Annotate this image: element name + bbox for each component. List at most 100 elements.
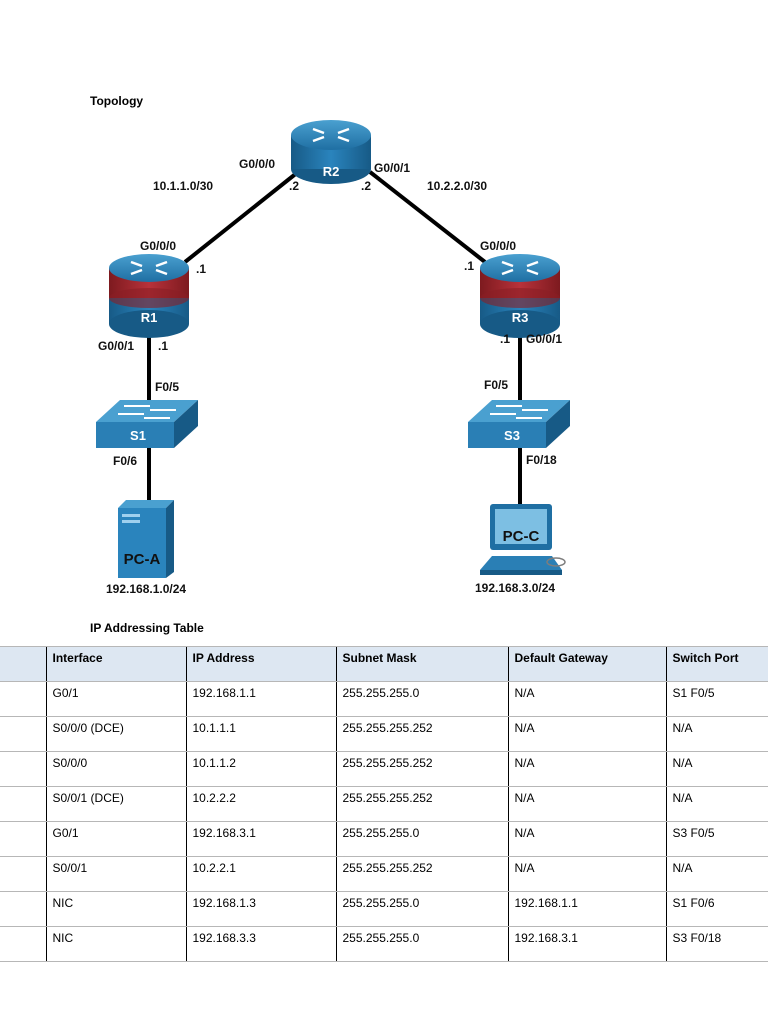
cell-default-gateway: 192.168.3.1 [507, 926, 666, 962]
cell-ip-address: 10.1.1.1 [185, 716, 336, 752]
pc-a-network: 192.168.1.0/24 [106, 582, 186, 596]
router-r2-label: R2 [323, 164, 340, 179]
cables [147, 170, 522, 505]
cell-subnet-mask: 255.255.255.252 [335, 751, 508, 787]
cell-device [0, 786, 46, 822]
router-arrows-icon [130, 260, 168, 276]
router-r2[interactable]: R2 [291, 120, 371, 184]
cell-device [0, 716, 46, 752]
r3-bottom-interface: G0/0/1 [526, 332, 562, 346]
switch-s1[interactable]: S1 [96, 400, 198, 448]
cell-device [0, 891, 46, 927]
cell-interface: NIC [45, 926, 186, 962]
link-r2-r3 [368, 170, 487, 264]
cell-switch-port: N/A [665, 856, 768, 892]
host-pc-a-label: PC-A [124, 551, 161, 568]
cell-device [0, 821, 46, 857]
cell-default-gateway: N/A [507, 786, 666, 822]
ip-table-heading: IP Addressing Table [90, 621, 204, 635]
header-device [0, 646, 46, 682]
switch-s3-label: S3 [504, 428, 520, 443]
cell-subnet-mask: 255.255.255.0 [335, 926, 508, 962]
r2-right-interface: G0/0/1 [374, 161, 410, 175]
cell-interface: S0/0/0 (DCE) [45, 716, 186, 752]
cell-switch-port: S3 F0/5 [665, 821, 768, 857]
link-r1-r2 [183, 170, 300, 264]
r2-left-host: .2 [289, 179, 299, 193]
cell-device [0, 926, 46, 962]
cell-switch-port: S1 F0/6 [665, 891, 768, 927]
cell-interface: S0/0/1 (DCE) [45, 786, 186, 822]
header-subnet-mask: Subnet Mask [335, 646, 508, 682]
cell-switch-port: N/A [665, 751, 768, 787]
cell-interface: S0/0/0 [45, 751, 186, 787]
link-r2-r3-network: 10.2.2.0/30 [427, 179, 487, 193]
host-pc-c-label: PC-C [503, 528, 540, 545]
cell-default-gateway: 192.168.1.1 [507, 891, 666, 927]
router-r3[interactable]: R3 [480, 254, 560, 338]
cell-subnet-mask: 255.255.255.0 [335, 891, 508, 927]
switch-s1-label: S1 [130, 428, 146, 443]
cell-subnet-mask: 255.255.255.0 [335, 681, 508, 717]
cell-default-gateway: N/A [507, 821, 666, 857]
s3-downlink-port: F0/18 [526, 453, 557, 467]
router-r1-label: R1 [141, 310, 158, 325]
link-r1-r2-network: 10.1.1.0/30 [153, 179, 213, 193]
cell-device [0, 751, 46, 787]
cell-default-gateway: N/A [507, 856, 666, 892]
cell-ip-address: 10.1.1.2 [185, 751, 336, 787]
router-r1[interactable]: R1 [109, 254, 189, 338]
router-arrows-icon [312, 127, 350, 143]
cell-switch-port: N/A [665, 716, 768, 752]
cell-interface: NIC [45, 891, 186, 927]
ip-addressing-table: Interface IP Address Subnet Mask Default… [0, 646, 768, 962]
r1-top-host: .1 [196, 262, 206, 276]
header-switch-port: Switch Port [665, 646, 768, 682]
s1-uplink-port: F0/5 [155, 380, 179, 394]
r3-top-interface: G0/0/0 [480, 239, 516, 253]
cell-device [0, 856, 46, 892]
cell-interface: S0/0/1 [45, 856, 186, 892]
header-interface: Interface [45, 646, 186, 682]
cell-device [0, 681, 46, 717]
pc-c-network: 192.168.3.0/24 [475, 581, 555, 595]
cell-switch-port: N/A [665, 786, 768, 822]
cell-ip-address: 10.2.2.2 [185, 786, 336, 822]
cell-subnet-mask: 255.255.255.0 [335, 821, 508, 857]
r1-bottom-interface: G0/0/1 [98, 339, 134, 353]
switch-s3[interactable]: S3 [468, 400, 570, 448]
topology-heading: Topology [90, 94, 144, 108]
cell-default-gateway: N/A [507, 751, 666, 787]
r3-bottom-host: .1 [500, 332, 510, 346]
switch-arrows-icon [490, 405, 548, 419]
s3-uplink-port: F0/5 [484, 378, 508, 392]
cell-default-gateway: N/A [507, 716, 666, 752]
cell-ip-address: 192.168.1.3 [185, 891, 336, 927]
s1-downlink-port: F0/6 [113, 454, 137, 468]
cell-ip-address: 10.2.2.1 [185, 856, 336, 892]
r1-top-interface: G0/0/0 [140, 239, 176, 253]
header-ip-address: IP Address [185, 646, 336, 682]
topology-diagram: R2 R1 R3 [96, 120, 570, 596]
header-default-gateway: Default Gateway [507, 646, 666, 682]
host-pc-c[interactable]: PC-C [480, 504, 566, 575]
cell-ip-address: 192.168.3.3 [185, 926, 336, 962]
cell-subnet-mask: 255.255.255.252 [335, 856, 508, 892]
r2-right-host: .2 [361, 179, 371, 193]
cell-ip-address: 192.168.1.1 [185, 681, 336, 717]
cell-switch-port: S3 F0/18 [665, 926, 768, 962]
switch-arrows-icon [118, 405, 176, 419]
cell-ip-address: 192.168.3.1 [185, 821, 336, 857]
r1-bottom-host: .1 [158, 339, 168, 353]
host-pc-a[interactable]: PC-A [118, 500, 174, 578]
r2-left-interface: G0/0/0 [239, 157, 275, 171]
cell-interface: G0/1 [45, 681, 186, 717]
cell-subnet-mask: 255.255.255.252 [335, 786, 508, 822]
cell-interface: G0/1 [45, 821, 186, 857]
